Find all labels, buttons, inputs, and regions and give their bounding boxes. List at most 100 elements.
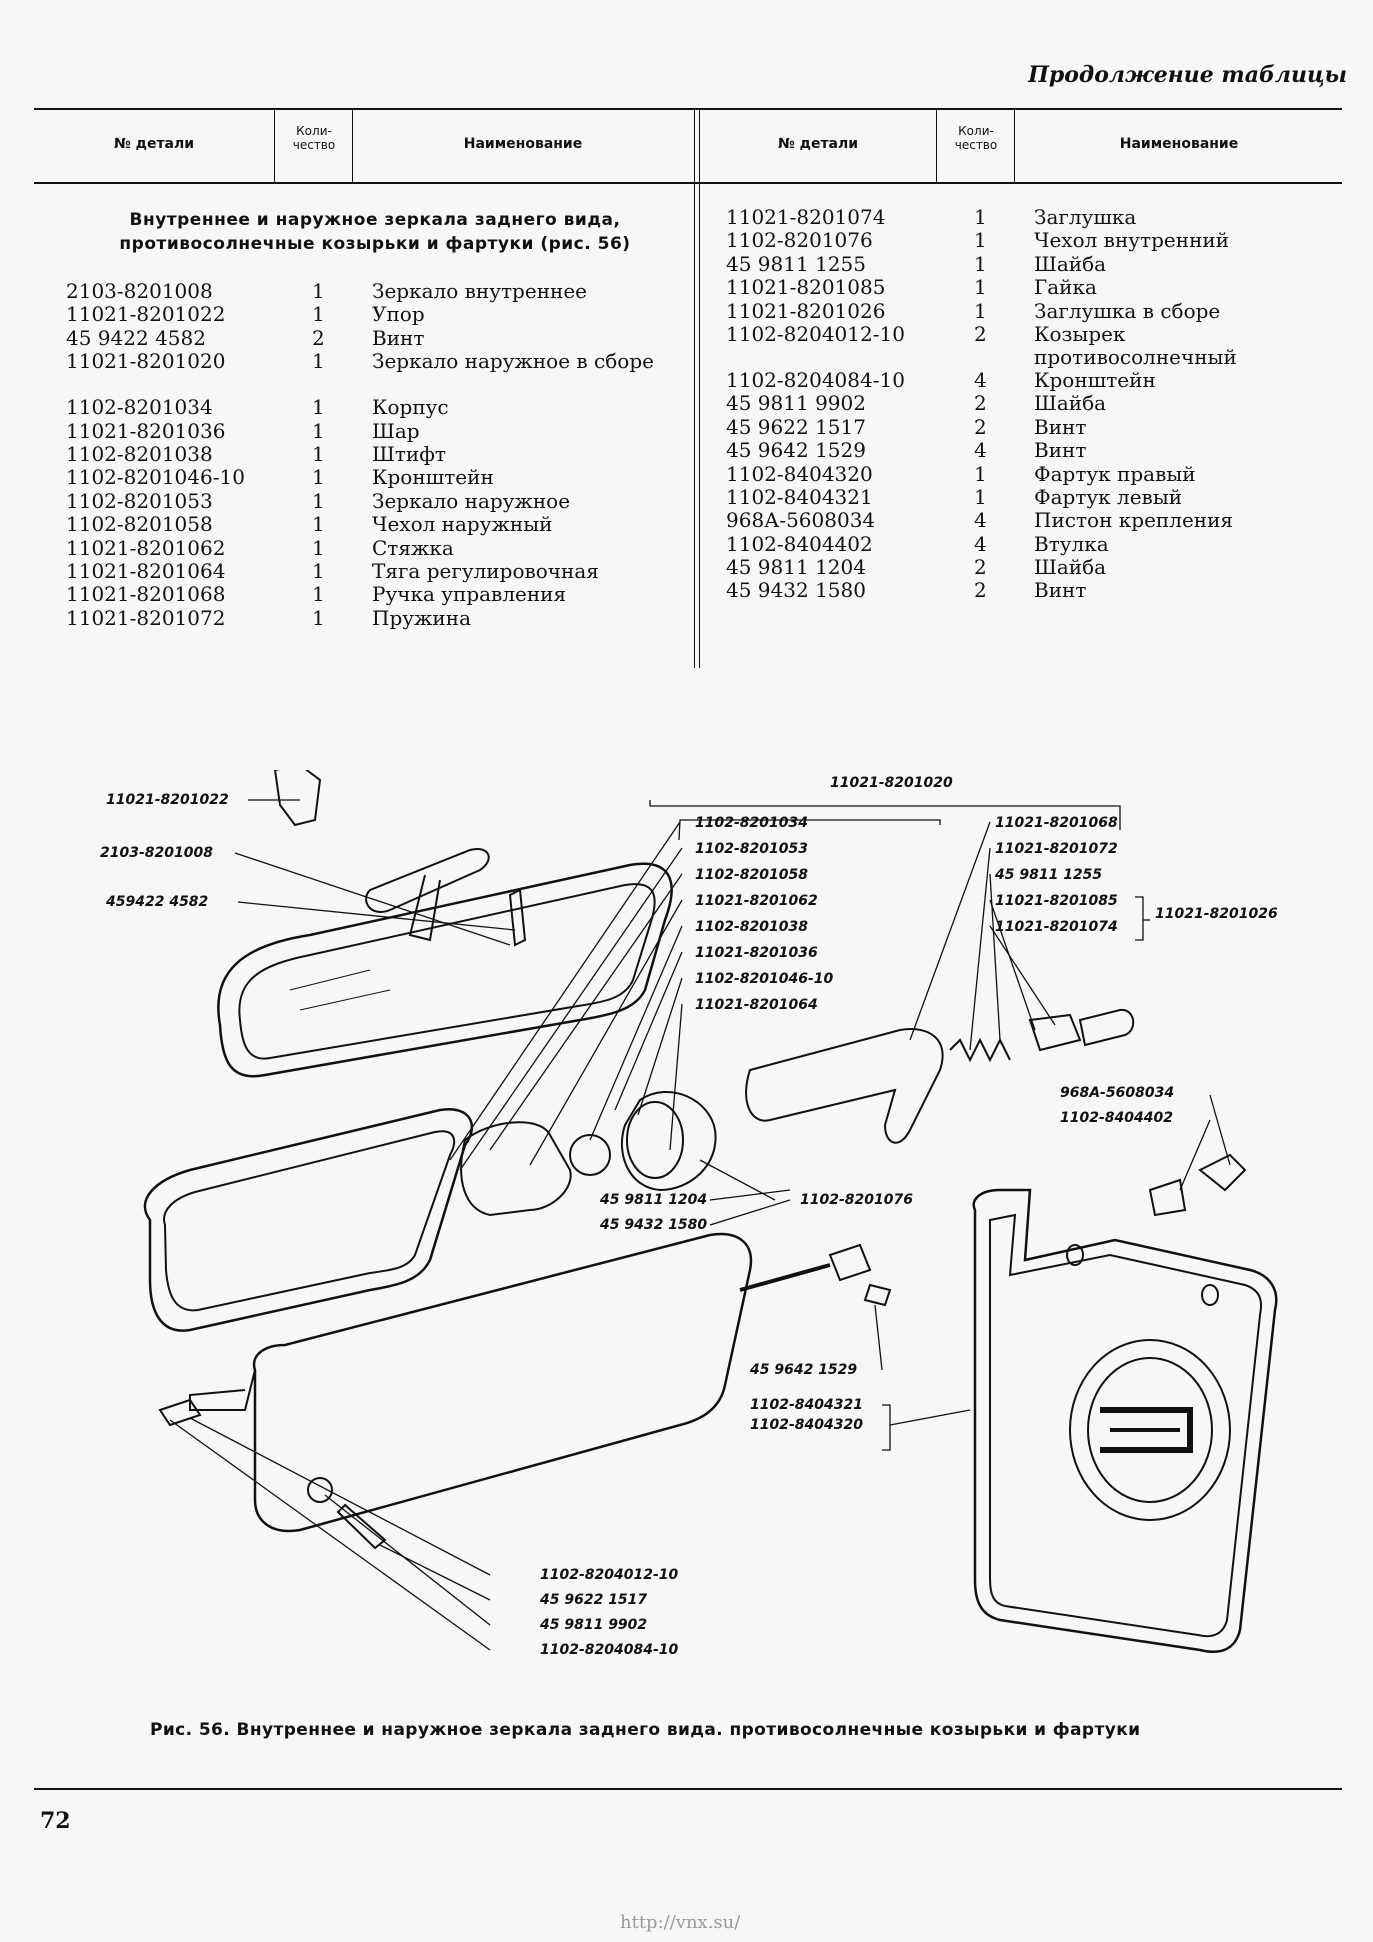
part-name: Винт <box>1034 414 1087 439</box>
quantity: 1 <box>312 349 325 374</box>
label-sun-visor: 1102-8204012-10 <box>540 1567 679 1583</box>
exploded-view-figure: 11021-8201022 2103-8201008 459422 4582 1… <box>70 770 1320 1720</box>
part-name: Шайба <box>1034 391 1107 416</box>
label-piston: 968A-5608034 <box>1060 1085 1175 1101</box>
quantity: 1 <box>312 535 325 560</box>
quantity: 1 <box>974 228 987 253</box>
part-name: Винт <box>372 325 425 350</box>
quantity: 2 <box>312 325 325 350</box>
label-right-mudflap: 1102-8404320 <box>750 1417 863 1433</box>
part-number: 1102-8204012-10 <box>726 321 905 346</box>
quantity: 1 <box>974 484 987 509</box>
label-spring: 11021-8201072 <box>995 841 1118 857</box>
quantity: 1 <box>312 558 325 583</box>
label-washer-2: 45 9811 1204 <box>600 1192 708 1208</box>
part-number: 45 9432 1580 <box>726 578 866 603</box>
label-nut: 11021-8201085 <box>995 893 1118 909</box>
label-handle: 11021-8201068 <box>995 815 1118 831</box>
label-ball: 11021-8201036 <box>695 945 818 961</box>
quantity: 1 <box>312 441 325 466</box>
header-part-no: № детали <box>777 136 859 152</box>
part-name: Стяжка <box>372 535 454 560</box>
figure-caption: Рис. 56. Внутреннее и наружное зеркала з… <box>150 1720 1141 1740</box>
column-separator-double <box>699 108 700 668</box>
part-name: Заглушка в сборе <box>1034 298 1221 323</box>
part-name: Шайба <box>1034 555 1107 580</box>
label-washer-3: 45 9811 9902 <box>540 1617 648 1633</box>
quantity: 4 <box>974 508 987 533</box>
label-bracket: 1102-8201046-10 <box>695 971 834 987</box>
label-screw-4: 45 9622 1517 <box>540 1592 648 1608</box>
table-frame <box>34 108 1342 1790</box>
part-number: 1102-8204084-10 <box>726 367 905 392</box>
quantity: 2 <box>974 321 987 346</box>
label-plug-assembly: 11021-8201026 <box>1155 906 1278 922</box>
label-left-mudflap: 1102-8404321 <box>750 1397 863 1413</box>
quantity: 1 <box>312 465 325 490</box>
header-qty: Коли- чество <box>292 124 336 152</box>
part-name: Винт <box>1034 578 1087 603</box>
part-number: 2103-8201008 <box>66 279 213 303</box>
part-number: 11021-8201072 <box>66 605 226 630</box>
label-outer-mirror: 1102-8201053 <box>695 841 808 857</box>
label-housing: 1102-8201034 <box>695 815 808 831</box>
quantity: 2 <box>974 555 987 580</box>
label-stop: 11021-8201022 <box>106 792 229 808</box>
part-name: Винт <box>1034 438 1087 463</box>
table-row: 11021-8201072 1 Пружина <box>66 605 686 630</box>
header-part-no: № детали <box>113 136 195 152</box>
part-number: 11021-8201036 <box>66 418 226 443</box>
quantity: 4 <box>974 438 987 463</box>
part-number: 45 9811 1255 <box>726 251 866 276</box>
part-number: 1102-8201076 <box>726 228 873 253</box>
table-row: 1102-8201076 1 Чехол внутренний <box>726 228 1338 253</box>
part-number: 45 9811 9902 <box>726 391 866 416</box>
label-washer: 45 9811 1255 <box>995 867 1103 883</box>
quantity: 1 <box>974 461 987 486</box>
label-tie: 11021-8201062 <box>695 893 818 909</box>
label-screw-2: 45 9432 1580 <box>600 1217 708 1233</box>
quantity: 1 <box>974 298 987 323</box>
part-name: Пружина <box>372 605 471 630</box>
part-name: Чехол внутренний <box>1034 228 1230 253</box>
part-number: 11021-8201074 <box>726 205 886 229</box>
part-name: Зеркало внутреннее <box>372 279 588 303</box>
part-number: 45 9622 1517 <box>726 414 866 439</box>
quantity: 1 <box>312 395 325 420</box>
part-name: Кронштейн <box>372 465 494 490</box>
quantity: 1 <box>312 605 325 630</box>
part-number: 1102-8201053 <box>66 488 213 513</box>
exploded-view-drawing <box>143 770 1278 1654</box>
quantity: 1 <box>312 512 325 537</box>
part-number: 11021-8201062 <box>66 535 226 560</box>
part-number: 968А-5608034 <box>726 508 876 533</box>
part-number: 1102-8201038 <box>66 441 213 466</box>
header-separator <box>936 108 937 182</box>
quantity: 1 <box>312 582 325 607</box>
part-number: 1102-8404402 <box>726 531 873 556</box>
quantity: 4 <box>974 531 987 556</box>
part-number: 11021-8201068 <box>66 582 226 607</box>
header-name: Наименование <box>1119 136 1239 152</box>
part-name: Упор <box>372 302 425 327</box>
label-rod: 11021-8201064 <box>695 997 818 1013</box>
part-number: 11021-8201022 <box>66 302 226 327</box>
part-number: 11021-8201085 <box>726 275 886 300</box>
